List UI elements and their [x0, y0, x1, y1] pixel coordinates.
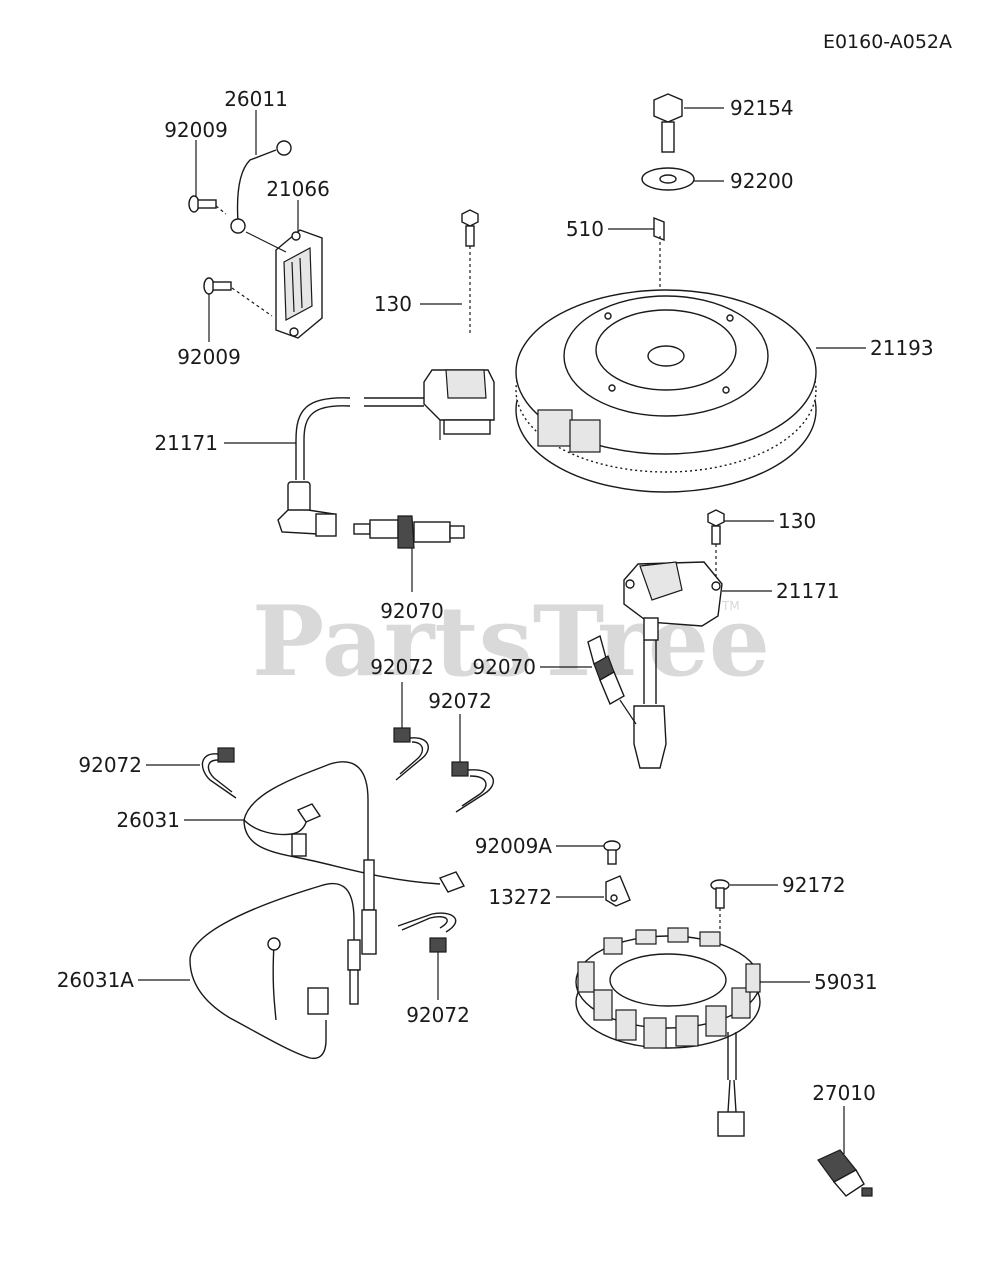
label-130-left: 130 — [374, 292, 412, 316]
bolt-92154[interactable] — [653, 93, 724, 153]
bolt-130-right[interactable] — [707, 509, 774, 576]
ground-lead-26011[interactable] — [230, 110, 292, 234]
label-21171-left: 21171 — [154, 431, 218, 455]
label-130-right: 130 — [778, 509, 816, 533]
regulator-21066[interactable] — [245, 200, 323, 339]
label-26031: 26031 — [116, 808, 180, 832]
label-92009A: 92009A — [475, 834, 553, 858]
spark-plug-92070-left[interactable] — [353, 515, 465, 592]
stator-59031[interactable] — [575, 927, 810, 1137]
screw-92009-upper[interactable] — [188, 140, 227, 215]
screw-92172[interactable] — [710, 879, 778, 930]
oil-pressure-switch-27010[interactable] — [817, 1106, 873, 1197]
clamp-92072-left[interactable] — [146, 747, 237, 799]
label-26011: 26011 — [224, 87, 288, 111]
label-59031: 59031 — [814, 970, 878, 994]
label-92154: 92154 — [730, 96, 794, 120]
spark-plug-92070-right[interactable] — [540, 634, 637, 725]
watermark-trademark: TM — [721, 599, 740, 613]
ignition-coil-21171-right[interactable] — [623, 561, 772, 769]
label-92009-upper: 92009 — [164, 118, 228, 142]
label-21171-right: 21171 — [776, 579, 840, 603]
label-26031A: 26031A — [57, 968, 135, 992]
plate-13272[interactable] — [556, 875, 631, 907]
label-92070-left: 92070 — [380, 599, 444, 623]
clamp-92072-right[interactable] — [451, 714, 495, 813]
label-92070-right: 92070 — [472, 655, 536, 679]
label-21066: 21066 — [266, 177, 330, 201]
label-92009-lower: 92009 — [177, 345, 241, 369]
wiring-harness-26031[interactable] — [184, 761, 466, 955]
clamp-92072-bottom[interactable] — [397, 912, 457, 1000]
ignition-coil-21171-left[interactable] — [224, 369, 495, 537]
wiring-harness-26031A[interactable] — [138, 882, 361, 1060]
label-92072-top-center: 92072 — [370, 655, 434, 679]
flywheel-21193[interactable] — [515, 289, 866, 493]
label-27010: 27010 — [812, 1081, 876, 1105]
label-13272: 13272 — [488, 885, 552, 909]
bolt-130-left[interactable] — [420, 209, 479, 336]
washer-92200[interactable] — [641, 167, 724, 191]
clamp-92072-top-center[interactable] — [393, 682, 429, 781]
label-92072-right: 92072 — [428, 689, 492, 713]
screw-92009A[interactable] — [556, 840, 621, 865]
label-510: 510 — [566, 217, 604, 241]
label-92072-bottom: 92072 — [406, 1003, 470, 1027]
diagram-reference-code: E0160-A052A — [823, 31, 952, 53]
label-21193: 21193 — [870, 336, 934, 360]
screw-92009-lower[interactable] — [203, 277, 273, 342]
label-92200: 92200 — [730, 169, 794, 193]
label-92172: 92172 — [782, 873, 846, 897]
label-92072-left: 92072 — [78, 753, 142, 777]
